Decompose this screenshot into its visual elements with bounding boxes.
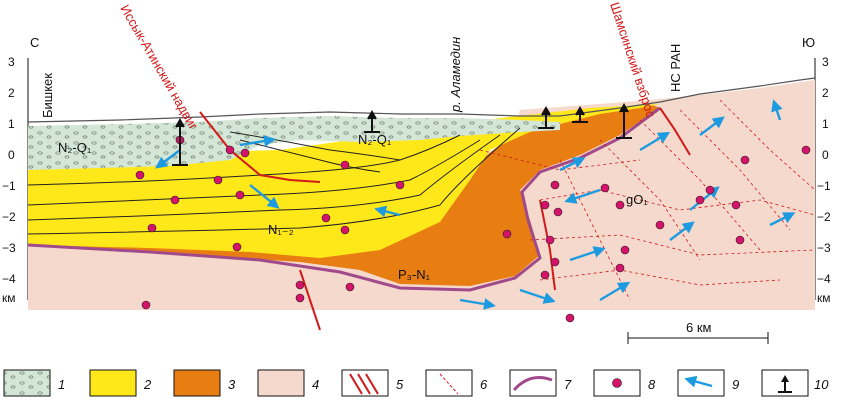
legend-swatch-1 [3,369,51,397]
bishkek-label: Бишкек [40,73,55,118]
legend-swatch-7 [509,369,557,397]
legend-num-6: 6 [480,377,488,392]
legend-num-8: 8 [648,377,656,392]
legend-num-2: 2 [143,377,152,392]
y-unit-left: км [2,291,16,305]
topography-line [27,77,816,123]
y-tick-right: −4 [817,272,831,286]
y-tick-left: −1 [2,179,16,193]
unit-n2q1-left: N₂-Q₁ [58,140,92,155]
station-label: НС РАН [668,44,683,92]
paleogene-layer [28,104,660,286]
unit-go1: gO₁ [626,192,648,207]
y-axis-right: 3 2 1 0 −1 −2 −3 −4 км [817,55,831,305]
legend-swatch-8 [593,369,641,397]
legend-swatch-2 [89,369,137,397]
legend-swatch-9 [677,369,725,397]
uplift-markers [172,102,632,166]
earthquake-markers [135,135,811,323]
y-axis-left: 3 2 1 0 −1 −2 −3 −4 км [2,55,16,305]
legend-swatch-6 [425,369,473,397]
scale-bar: 6 км [627,320,769,344]
y-tick-left: 1 [8,117,15,131]
y-tick-right: 2 [822,86,829,100]
unit-p3n1: P₃-N₁ [398,267,431,282]
alamedin-label: р. Аламедин [448,37,463,113]
y-tick-left: −2 [2,210,16,224]
y-tick-right: −3 [817,241,831,255]
y-tick-right: −2 [817,210,831,224]
north-label: С [30,35,39,50]
legend-num-1: 1 [58,377,65,392]
y-tick-right: 1 [822,117,829,131]
legend-swatch-5 [341,369,389,397]
y-tick-left: −4 [2,272,16,286]
south-label: Ю [802,35,815,50]
legend-num-10: 10 [814,377,829,392]
minor-faults [479,99,816,301]
y-tick-right: 0 [822,148,829,162]
flow-arrows [155,99,796,310]
legend-swatch-3 [173,369,221,397]
legend: 1 2 3 4 5 6 7 8 [3,369,829,397]
y-unit-right: км [817,291,831,305]
legend-swatch-10 [761,369,809,397]
y-tick-left: 2 [8,86,15,100]
unit-n2q1-mid: N₂-Q₁ [358,132,392,147]
y-tick-right: 3 [822,55,829,69]
neogene-layer [28,104,660,258]
major-faults [199,107,691,331]
legend-num-3: 3 [228,377,236,392]
legend-num-7: 7 [564,377,572,392]
y-tick-left: −3 [2,241,16,255]
legend-swatch-4 [257,369,305,397]
fold-lines [27,127,521,235]
legend-num-9: 9 [732,377,739,392]
issyk-ata-fault-label: Иссык-Атинский надвиг [117,2,201,132]
y-tick-left: 0 [8,148,15,162]
legend-num-4: 4 [312,377,319,392]
scale-label: 6 км [686,320,712,335]
y-tick-right: −1 [817,179,831,193]
unit-n12: N₁₋₂ [268,222,294,237]
sediment-layer [28,116,560,170]
y-tick-left: 3 [8,55,15,69]
legend-num-5: 5 [396,377,404,392]
